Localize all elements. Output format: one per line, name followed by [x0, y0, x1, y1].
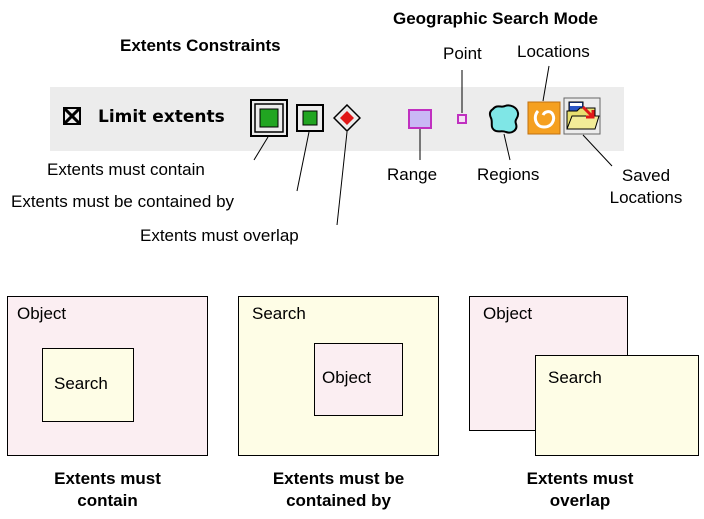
callout-must-overlap: Extents must overlap — [140, 226, 299, 245]
extents-must-overlap-button[interactable] — [333, 104, 361, 132]
example-contain-outer-label: Object — [17, 304, 67, 323]
example-overlap-caption-line1: Extents must — [526, 469, 634, 488]
regions-mode-button[interactable] — [487, 103, 521, 135]
extents-constraints-heading: Extents Constraints — [120, 36, 281, 55]
example-contained-by-inner-label: Object — [322, 368, 372, 387]
example-overlap-caption: Extents must overlap — [490, 468, 670, 512]
example-contain-inner-box — [42, 348, 134, 422]
callout-regions: Regions — [477, 165, 540, 184]
extents-must-contain-button[interactable] — [250, 99, 288, 137]
callout-saved-locations: Saved Locations — [596, 165, 696, 209]
geographic-search-mode-heading: Geographic Search Mode — [393, 9, 598, 28]
example-contain-caption-line1: Extents must — [54, 469, 161, 488]
callout-range: Range — [387, 165, 438, 184]
saved-locations-folder-icon[interactable] — [563, 97, 601, 135]
example-contain-caption-line2: contain — [77, 491, 138, 510]
example-overlap-search-label: Search — [548, 368, 602, 387]
range-mode-button[interactable] — [408, 109, 432, 129]
example-contained-by-caption-line2: contained by — [286, 491, 391, 510]
callout-point: Point — [443, 44, 482, 63]
example-contained-by-inner-box — [314, 343, 403, 416]
example-contain-caption: Extents must contain — [7, 468, 208, 512]
extents-must-be-contained-by-button[interactable] — [296, 104, 324, 132]
callout-locations: Locations — [517, 42, 590, 61]
locations-mode-button[interactable] — [527, 101, 561, 135]
example-overlap-caption-line2: overlap — [549, 491, 611, 510]
example-contained-by-caption-line1: Extents must be — [272, 469, 405, 488]
callout-saved-line2: Locations — [609, 188, 683, 207]
example-overlap-search-box — [535, 355, 699, 456]
callout-must-be-contained-by: Extents must be contained by — [11, 192, 235, 211]
example-overlap-object-label: Object — [483, 304, 533, 323]
limit-extents-label: Limit extents — [98, 107, 225, 127]
callout-must-contain: Extents must contain — [47, 160, 205, 179]
point-mode-button[interactable] — [456, 113, 468, 125]
limit-extents-checkbox[interactable] — [63, 107, 81, 125]
example-contained-by-outer-label: Search — [252, 304, 306, 323]
callout-saved-line1: Saved — [621, 166, 671, 185]
example-contain-inner-label: Search — [54, 374, 108, 393]
example-contained-by-caption: Extents must be contained by — [230, 468, 447, 512]
